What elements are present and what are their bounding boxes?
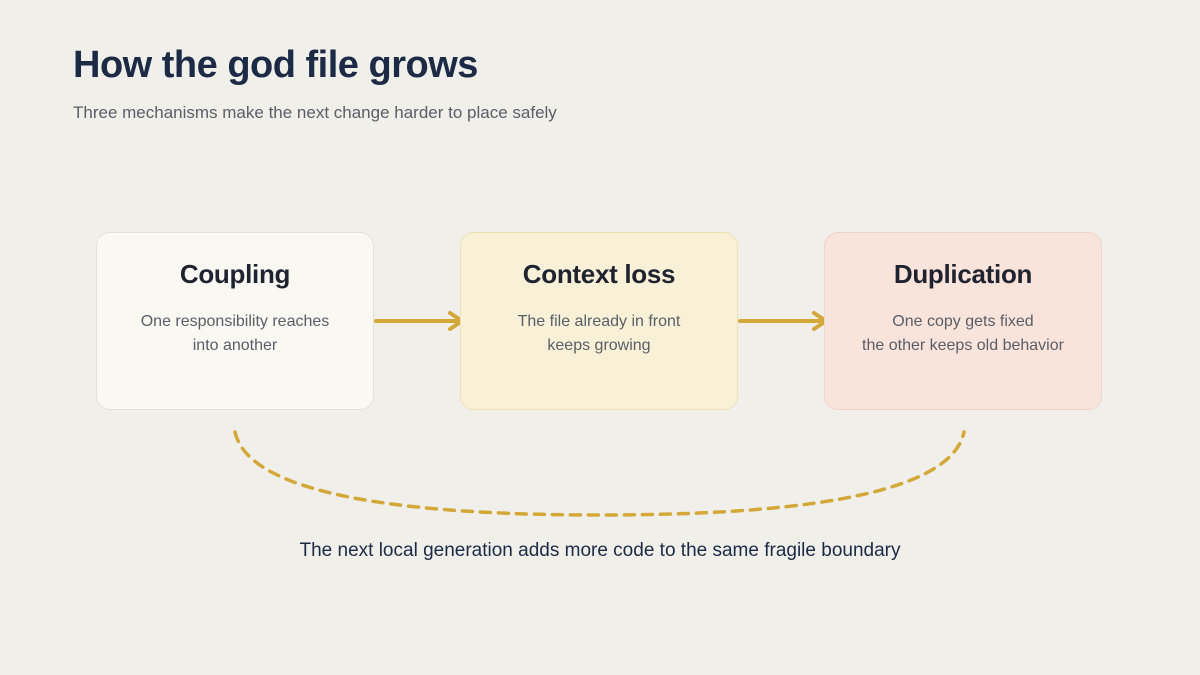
loop-caption: The next local generation adds more code… (299, 540, 901, 561)
step-description-line: keeps growing (547, 337, 651, 354)
step-title: Coupling (179, 259, 291, 289)
step-description-line: the other keeps old behavior (862, 337, 1064, 354)
feedback-loop-dashed-curve (233, 430, 966, 517)
step-description-line: into another (192, 337, 278, 354)
step-card-coupling: Coupling One responsibility reaches into… (96, 232, 374, 410)
step-description: One copy gets fixed the other keeps old … (825, 310, 1101, 358)
page-title: How the god file grows (73, 44, 478, 86)
step-card-context-loss: Context loss The file already in front k… (460, 232, 738, 410)
arrow-coupling-to-context-loss (374, 311, 464, 331)
page-subtitle: Three mechanisms make the next change ha… (73, 103, 557, 122)
step-description: One responsibility reaches into another (97, 310, 373, 358)
step-title: Context loss (522, 259, 676, 289)
step-title: Duplication (893, 259, 1033, 289)
step-description-line: One responsibility reaches (140, 313, 330, 330)
step-description-line: The file already in front (517, 313, 681, 330)
arrow-context-loss-to-duplication (738, 311, 828, 331)
step-description-line: One copy gets fixed (892, 313, 1034, 330)
step-card-duplication: Duplication One copy gets fixed the othe… (824, 232, 1102, 410)
step-description: The file already in front keeps growing (461, 310, 737, 358)
